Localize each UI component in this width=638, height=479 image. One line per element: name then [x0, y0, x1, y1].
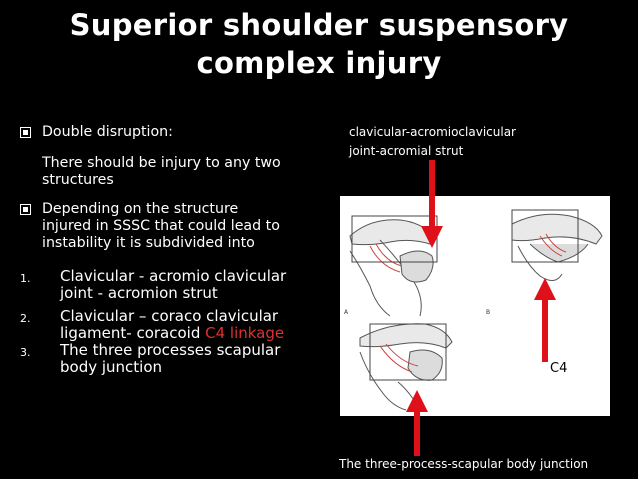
arrow-down-icon [421, 160, 443, 248]
bullet-double-disruption: Double disruption: [18, 124, 318, 141]
title-line-1: Superior shoulder suspensory [69, 8, 569, 42]
list-item-2: 2. Clavicular – coraco clavicular ligame… [20, 307, 285, 342]
panel-label-b: B [486, 309, 490, 316]
arrow-up-icon [534, 278, 556, 362]
panel-label-a: A [344, 309, 349, 316]
slide-title: Superior shoulder suspensory complex inj… [0, 6, 638, 82]
numbered-list: 1. Clavicular - acromio clavicular joint… [18, 268, 318, 375]
title-line-2: complex injury [196, 46, 442, 80]
bullet-paragraph: There should be injury to any two struct… [42, 155, 281, 188]
caption-strut: clavicular-acromioclavicular joint-acrom… [349, 125, 516, 158]
c4-linkage-highlight: C4 linkage [205, 323, 285, 342]
c4-label: C4 [550, 361, 568, 376]
shoulder-illustration: A B [344, 209, 603, 411]
caption-scapular-junction: The three-process-scapular body junction [339, 457, 589, 471]
arrow-up-icon [406, 390, 428, 456]
shoulder-diagram: A B [340, 196, 610, 416]
square-bullet-icon [20, 204, 31, 215]
bullet-subdivision: Depending on the structure injured in SS… [18, 201, 318, 252]
list-item-1: 1. Clavicular - acromio clavicular joint… [20, 267, 287, 302]
bullet-list: Double disruption: There should be injur… [18, 124, 318, 375]
square-bullet-icon [20, 127, 31, 138]
list-item-3: 3. The three processes scapular body jun… [20, 341, 281, 376]
